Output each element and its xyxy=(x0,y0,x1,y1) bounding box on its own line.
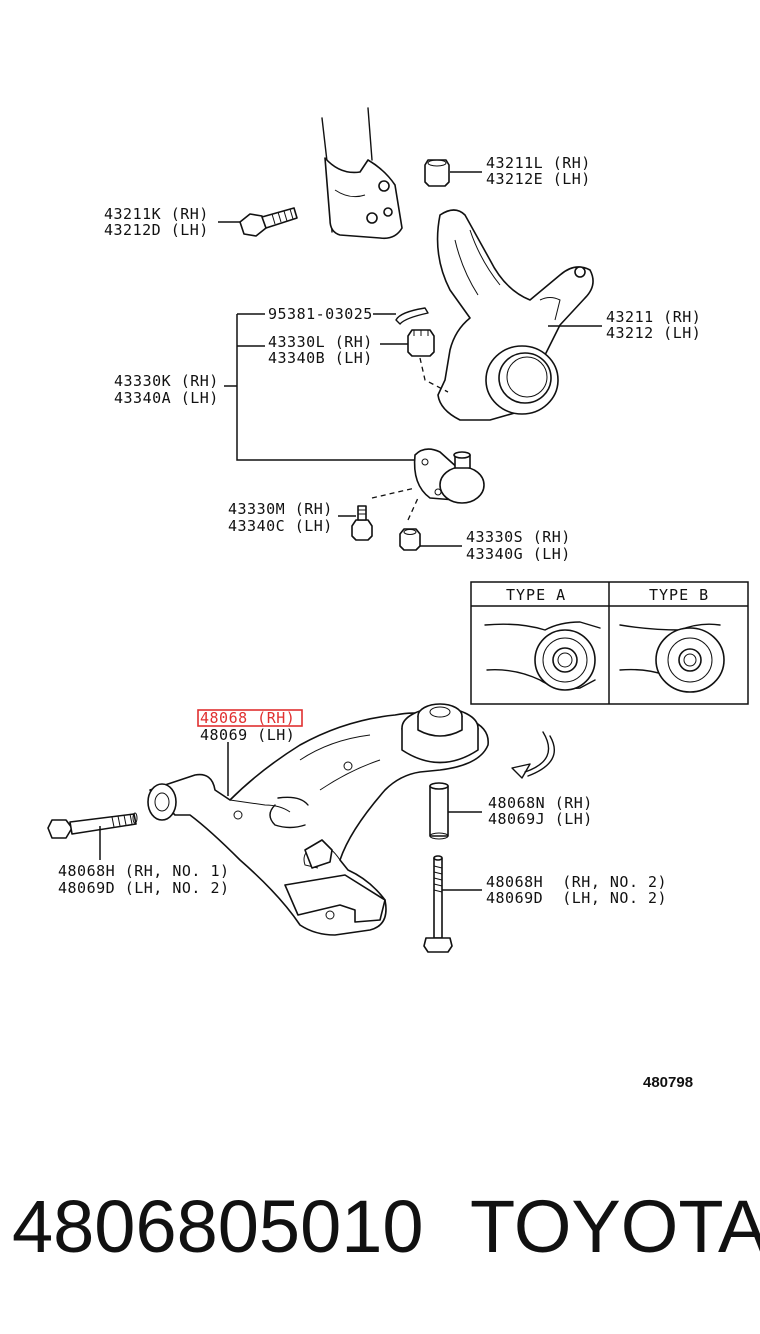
callout-43211-line1: 43211 (RH) xyxy=(606,308,701,326)
footer-part-number: 4806805010 xyxy=(12,1185,424,1268)
callout-43330L-line1: 43330L (RH) xyxy=(268,333,373,351)
callout-43211K-line1: 43211K (RH) xyxy=(104,205,209,223)
callout-43211L-line1: 43211L (RH) xyxy=(486,154,591,172)
callout-43330K-line1: 43330K (RH) xyxy=(114,372,219,390)
callout-95381-line1: 95381-03025 xyxy=(268,305,373,323)
inset-type-b-label: TYPE B xyxy=(649,586,709,604)
bushing-sleeve xyxy=(429,782,482,840)
highlight-box xyxy=(197,709,303,727)
cotter-pin xyxy=(373,307,429,325)
bolt-upper xyxy=(218,207,298,237)
callout-48068N-line2: 48069J (LH) xyxy=(488,810,593,828)
callout-48068H-rear-line1: 48068H (RH, NO. 2) xyxy=(486,873,667,891)
lower-control-arm xyxy=(147,703,489,936)
callout-48068H-front-line2: 48069D (LH, NO. 2) xyxy=(58,879,230,897)
callout-43330L-line2: 43340B (LH) xyxy=(268,349,373,367)
assembly-bracket xyxy=(224,313,415,461)
inset-type-a-label: TYPE A xyxy=(506,586,566,604)
diagram-id: 480798 xyxy=(643,1074,693,1091)
callout-48068N-line1: 48068N (RH) xyxy=(488,794,593,812)
callout-43330M-line2: 43340C (LH) xyxy=(228,517,333,535)
callout-43330M-line1: 43330M (RH) xyxy=(228,500,333,518)
ball-joint-bolt xyxy=(338,505,373,541)
flange-nut-top xyxy=(424,159,482,187)
ball-joint xyxy=(371,448,485,521)
arm-bolt-vertical xyxy=(423,855,482,953)
bushing-type-inset xyxy=(470,581,749,705)
callout-48068H-front-line1: 48068H (RH, NO. 1) xyxy=(58,862,230,880)
steering-knuckle xyxy=(436,209,602,421)
callout-43211L-line2: 43212E (LH) xyxy=(486,170,591,188)
callout-43330K-line2: 43340A (LH) xyxy=(114,389,219,407)
callout-43330S-line2: 43340G (LH) xyxy=(466,545,571,563)
ball-joint-nut xyxy=(399,528,462,551)
direction-arrow xyxy=(511,731,555,779)
strut-illustration xyxy=(321,107,403,240)
callout-48068-line1: 48068 (RH) xyxy=(200,709,295,727)
callout-43211K-line2: 43212D (LH) xyxy=(104,221,209,239)
footer-brand: TOYOTA xyxy=(470,1185,760,1268)
callout-48068H-rear-line2: 48069D (LH, NO. 2) xyxy=(486,889,667,907)
callout-labels: 43211L (RH) 43212E (LH) 43211K (RH) 4321… xyxy=(58,154,709,1091)
callout-43330S-line1: 43330S (RH) xyxy=(466,528,571,546)
callout-48068-line2: 48069 (LH) xyxy=(200,726,295,744)
castle-nut xyxy=(380,329,449,393)
arm-bolt-horizontal xyxy=(47,812,138,860)
callout-43211-line2: 43212 (LH) xyxy=(606,324,701,342)
